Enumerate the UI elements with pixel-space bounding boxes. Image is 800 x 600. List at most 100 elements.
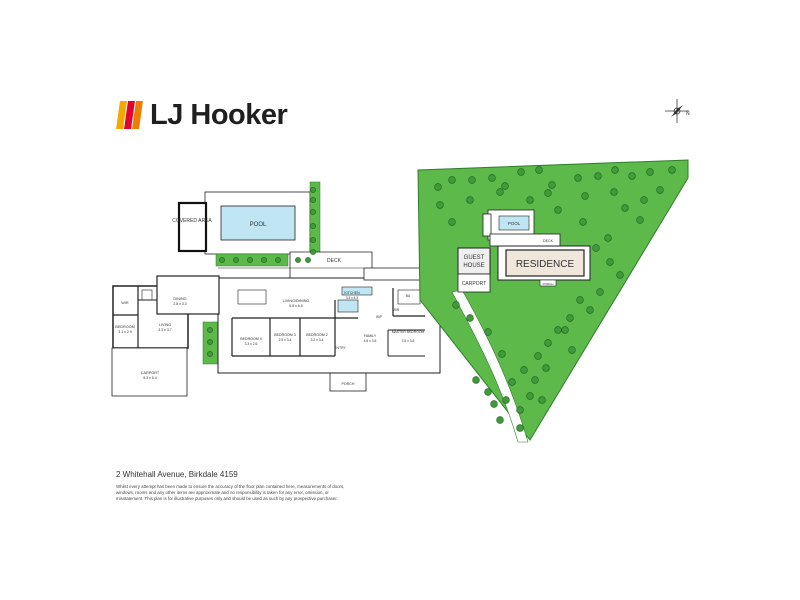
guest-house-label-line2: HOUSE (463, 263, 484, 269)
tree-icon (554, 206, 562, 214)
bedroom-label: BEDROOM (115, 325, 135, 329)
wip-label: WIP (376, 315, 382, 319)
tree-icon (656, 186, 664, 194)
tree-icon (544, 189, 552, 197)
brand-logo: LJ Hooker (116, 99, 288, 131)
tree-icon (295, 257, 301, 263)
tree-icon (520, 366, 528, 374)
tree-icon (516, 406, 524, 414)
tree-icon (496, 188, 504, 196)
tree-icon (310, 223, 316, 229)
pool (220, 205, 296, 241)
tree-icon (496, 416, 504, 424)
brand-name: LJ Hooker (150, 99, 288, 131)
tree-icon (596, 288, 604, 296)
tree-icon (508, 378, 516, 386)
site-carport (457, 273, 491, 293)
pool-label: POOL (250, 222, 267, 228)
tree-icon (566, 314, 574, 322)
site-carport-label: CARPORT (462, 281, 486, 287)
tree-icon (636, 216, 644, 224)
residence-label: RESIDENCE (516, 259, 575, 270)
tree-icon (616, 271, 624, 279)
tree-icon (538, 396, 546, 404)
tree-icon (668, 166, 676, 174)
site-porch-label: PORCH (543, 282, 554, 286)
site-plan-labels: POOL DECK GUEST HOUSE RESIDENCE CARPORT … (462, 221, 575, 287)
tree-icon (576, 296, 584, 304)
covered-area-label: COVERED AREA (172, 218, 212, 224)
tree-icon (526, 196, 534, 204)
site-pool-label: POOL (508, 221, 521, 226)
tree-icon (219, 257, 225, 263)
tree-icon (498, 350, 506, 358)
tree-icon (466, 314, 474, 322)
compass-icon: N (665, 99, 690, 123)
tree-icon (517, 168, 525, 176)
tree-icon (535, 166, 543, 174)
tree-icon (606, 258, 614, 266)
tree-icon (554, 326, 562, 334)
tree-icon (542, 364, 550, 372)
floor-plan-labels: COVERED AREA POOL DECK WIR DINING 2.8 x … (115, 218, 424, 386)
tree-icon (468, 176, 476, 184)
tree-icon (233, 257, 239, 263)
tree-icon (466, 196, 474, 204)
tree-icon (452, 301, 460, 309)
guest-house (457, 247, 491, 275)
tree-icon (516, 424, 524, 432)
tree-icon (610, 188, 618, 196)
tree-icon (592, 244, 600, 252)
kitchen-label: KITCHEN (344, 291, 360, 295)
tree-icon (628, 172, 636, 180)
bedroom3-label: BEDROOM 3 (274, 333, 296, 337)
tree-icon (561, 326, 569, 334)
bedroom3-dimensions: 2.9 x 3.4 (279, 338, 292, 342)
covered-area-text: COVERED AREA (172, 218, 212, 224)
tree-icon (621, 204, 629, 212)
tree-icon (448, 176, 456, 184)
guest-house-label-line1: GUEST (464, 255, 485, 261)
kitchen-dimensions: 3.5 x 4.3 (346, 296, 358, 300)
bath-label: BA (406, 294, 411, 298)
tree-icon (604, 234, 612, 242)
tree-icon (207, 339, 213, 345)
bedroom4-label: BEDROOM 4 (240, 337, 262, 341)
dining-dimensions: 2.8 x 3.3 (173, 302, 186, 306)
tree-icon (574, 174, 582, 182)
floor-plan (111, 181, 441, 397)
tree-icon (640, 196, 648, 204)
tree-icon (310, 187, 316, 193)
wir2-label: WIR (393, 308, 400, 312)
bedroom2-label: BEDROOM 2 (306, 333, 328, 337)
tree-icon (247, 257, 253, 263)
tree-icon (472, 376, 480, 384)
living-dimensions: 3.3 x 3.7 (158, 328, 171, 332)
trees (207, 166, 676, 432)
tree-icon (305, 257, 311, 263)
porch-label: PORCH (342, 382, 355, 386)
tree-icon (207, 351, 213, 357)
tree-icon (579, 218, 587, 226)
tree-icon (310, 237, 316, 243)
tree-icon (310, 209, 316, 215)
deck-label: DECK (327, 258, 342, 264)
driveway (451, 289, 529, 443)
wir-label: WIR (121, 301, 129, 305)
property-address: 2 Whitehall Avenue, Birkdale 4159 (116, 470, 238, 479)
master-bedroom-label: MASTER BEDROOM (392, 330, 425, 334)
tree-icon (534, 352, 542, 360)
tree-icon (568, 346, 576, 354)
site-plan (417, 159, 689, 443)
tree-icon (488, 174, 496, 182)
master-bedroom-dimensions: 3.5 x 3.8 (402, 339, 415, 343)
tree-icon (490, 400, 498, 408)
tree-icon (594, 172, 602, 180)
carport-label: CARPORT (141, 371, 160, 375)
tree-icon (484, 388, 492, 396)
bedroom4-dimensions: 3.3 x 2.6 (245, 342, 258, 346)
site-deck-label: DECK (543, 239, 554, 243)
tree-icon (611, 166, 619, 174)
living-dining-label: LIVING/DINING (283, 299, 310, 303)
